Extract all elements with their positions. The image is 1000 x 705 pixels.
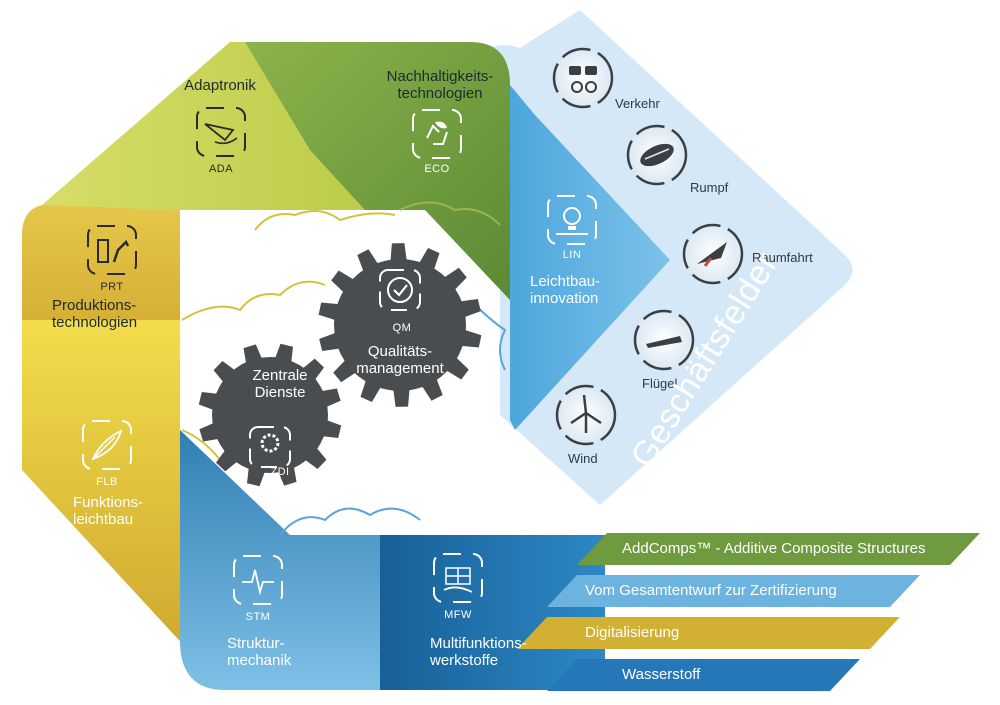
gearQM-body	[318, 243, 482, 407]
band-label-digitalisierung: Digitalisierung	[585, 624, 680, 641]
band-label-gesamtentwurf: Vom Gesamtentwurf zur Zertifizierung	[585, 582, 837, 599]
band-wasserstoff	[547, 659, 860, 691]
prt-title-line1: Produktions-	[52, 297, 137, 314]
stm-icon	[233, 555, 283, 605]
prt-icon	[87, 225, 137, 275]
eco-title-line2: technologien	[397, 84, 483, 102]
band-label-wasserstoff: Wasserstoff	[622, 666, 701, 683]
service-gear-icon	[249, 426, 291, 468]
lin-title-line1: Leichtbau-	[530, 273, 601, 290]
gf-label-wind: Wind	[568, 451, 598, 466]
band-addcomps	[577, 533, 980, 565]
flb-icon	[82, 420, 132, 470]
eco-title-line1: Nachhaltigkeits-	[386, 68, 494, 85]
gf-label-verkehr: Verkehr	[615, 96, 660, 111]
transport-icon	[552, 47, 614, 109]
quality-check-icon	[379, 269, 421, 311]
lin-title: Leichtbau- innovation	[530, 273, 650, 308]
prt-title: Produktions- technologien	[52, 297, 182, 332]
stm-title-line2: mechanik	[227, 651, 292, 669]
check-mark-icon	[393, 284, 408, 297]
mfw-title-line2: werkstoffe	[430, 651, 499, 669]
ada-icon	[196, 107, 246, 157]
mfw-title: Multifunktions- werkstoffe	[430, 635, 570, 670]
gear-qm	[318, 243, 482, 407]
segment-eco	[245, 42, 510, 300]
flb-title-line1: Funktions-	[73, 494, 144, 511]
zdi-title-line1: Zentrale	[252, 367, 308, 384]
gearZDI-body	[198, 343, 342, 487]
band-label-addcomps: AddComps™ - Additive Composite Structure…	[622, 540, 926, 557]
inner-gear-outlines	[181, 201, 507, 536]
zdi-title: Zentrale Dienste	[230, 367, 330, 402]
mfw-icon	[433, 553, 483, 603]
wing-icon	[633, 309, 695, 371]
eco-code: ECO	[424, 163, 450, 175]
qm-title-line1: Qualitäts-	[367, 343, 433, 360]
lin-icon	[547, 195, 597, 245]
prt-title-line2: technologien	[52, 313, 138, 331]
gf-label-fluegel: Flügel	[642, 376, 678, 391]
eco-icon	[412, 109, 462, 159]
gf-label-rumpf: Rumpf	[690, 180, 729, 195]
stm-title: Struktur- mechanik	[227, 635, 337, 670]
mfw-code: MFW	[444, 609, 472, 621]
wind-turbine-icon	[555, 384, 617, 446]
lin-title-line2: innovation	[530, 289, 599, 307]
prt-code: PRT	[100, 281, 124, 293]
eco-title: Nachhaltigkeits- technologien	[360, 68, 520, 103]
qm-title: Qualitäts- management	[340, 343, 460, 378]
lin-code: LIN	[562, 249, 582, 261]
mfw-title-line1: Multifunktions-	[430, 635, 527, 652]
fuselage-icon	[626, 124, 688, 186]
flb-title-line2: leichtbau	[73, 510, 134, 528]
segment-flb	[22, 320, 225, 690]
cog-icon	[260, 433, 280, 453]
zdi-code: ZDI	[270, 466, 290, 478]
qm-title-line2: management	[356, 359, 444, 377]
gear-zdi	[198, 343, 342, 487]
ada-title: Adaptronik	[184, 77, 256, 94]
segment-mfw	[290, 535, 605, 690]
gf-label-raumfahrt: Raumfahrt	[752, 250, 813, 265]
quality-check-circle	[387, 277, 413, 303]
qm-code: QM	[392, 322, 412, 334]
stm-code: STM	[245, 611, 271, 623]
segment-lin	[510, 85, 670, 430]
band-gesamtentwurf	[547, 575, 920, 607]
band-digitalisierung	[517, 617, 900, 649]
rocket-icon	[682, 223, 744, 285]
zdi-title-line2: Dienste	[254, 383, 306, 401]
bands	[517, 533, 980, 691]
stm-title-line1: Struktur-	[227, 635, 285, 652]
ada-code: ADA	[208, 163, 234, 175]
flb-code: FLB	[96, 476, 118, 488]
flb-title: Funktions- leichtbau	[73, 494, 183, 529]
